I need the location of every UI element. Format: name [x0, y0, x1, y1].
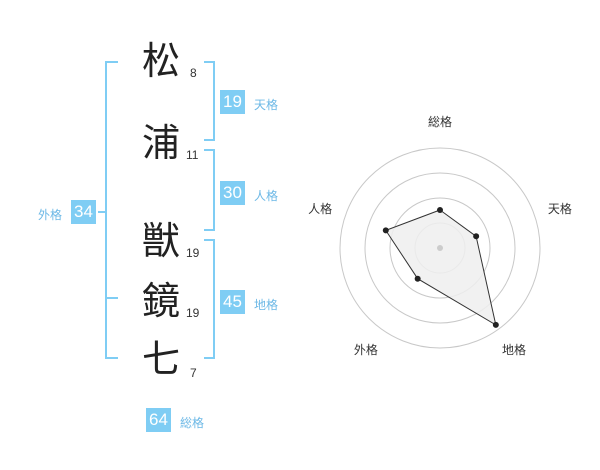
soukaku-label: 総格	[180, 416, 205, 430]
radar-point-1	[473, 233, 480, 240]
name-char-2: 浦	[142, 121, 181, 165]
gaikaku-label: 外格	[38, 208, 63, 222]
gaikaku-value: 34	[71, 200, 96, 224]
gaikaku-bracket	[105, 61, 118, 359]
tenkaku-bracket	[204, 61, 215, 141]
name-char-5: 七	[142, 337, 181, 381]
radar-axis-label-2: 地格	[502, 342, 526, 357]
stroke-count-2: 11	[186, 148, 199, 162]
jinkaku-bracket	[204, 149, 215, 231]
radar-ring-2	[389, 197, 491, 299]
stroke-count-3: 19	[186, 246, 200, 260]
radar-point-3	[414, 275, 421, 282]
jinkaku-label: 人格	[254, 189, 279, 203]
radar-axis-label-3: 外格	[354, 342, 378, 357]
radar-center-dot	[437, 245, 443, 251]
stroke-count-5: 7	[190, 366, 197, 380]
radar-axis-label-4: 人格	[308, 201, 332, 216]
jinkaku-value: 30	[220, 181, 245, 205]
radar-point-0	[437, 207, 443, 213]
name-char-3: 獣	[142, 219, 181, 263]
tenkaku-value: 19	[220, 90, 245, 114]
stroke-count-4: 19	[186, 306, 200, 320]
radar-axis-label-1: 天格	[548, 201, 572, 216]
radar-ring-4	[339, 147, 541, 349]
name-char-1: 松	[142, 39, 181, 83]
chikaku-value: 45	[220, 290, 245, 314]
chikaku-label: 地格	[254, 298, 279, 312]
chikaku-bracket	[204, 239, 215, 359]
radar-ring-3	[364, 172, 516, 324]
radar-polygon	[385, 209, 497, 326]
stroke-count-1: 8	[190, 66, 197, 80]
soukaku-value: 64	[146, 408, 171, 432]
tenkaku-label: 天格	[254, 98, 279, 112]
radar-axis-label-0: 総格	[428, 114, 452, 129]
radar-point-2	[492, 321, 499, 328]
name-char-4: 鏡	[142, 279, 181, 323]
radar-point-4	[382, 227, 389, 234]
